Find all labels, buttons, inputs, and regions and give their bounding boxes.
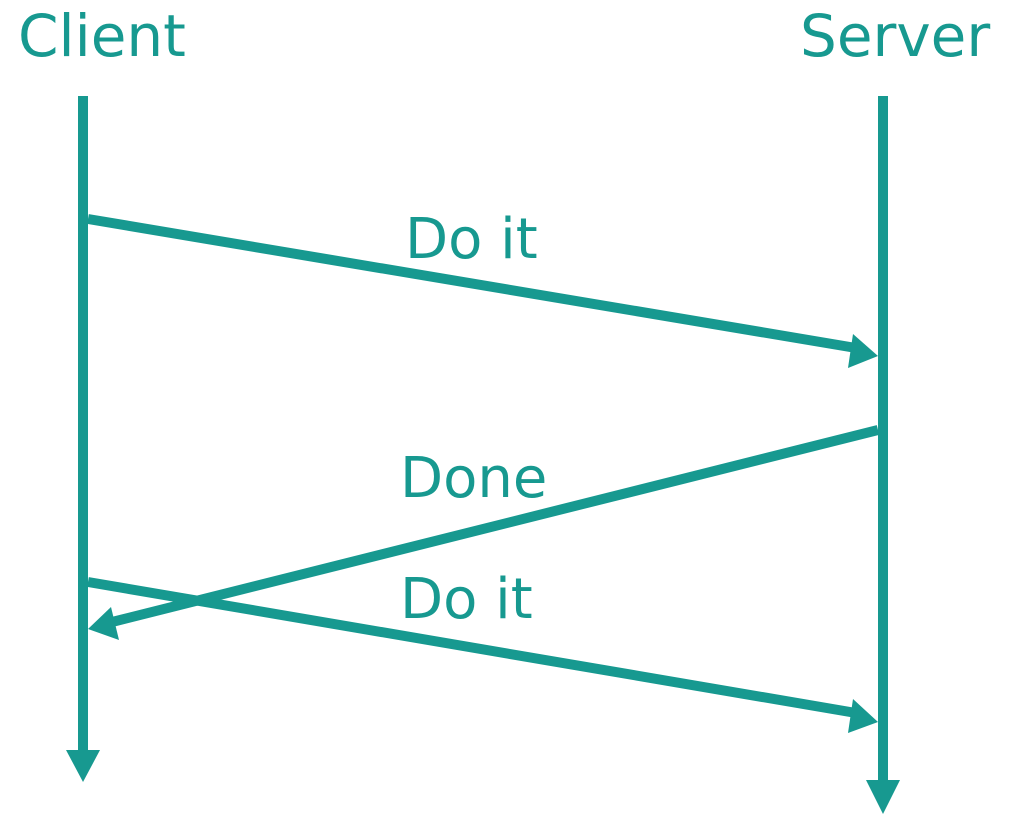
client-label: Client (18, 2, 186, 70)
message-label-2: Done (400, 446, 547, 511)
message-label-1: Do it (405, 207, 538, 272)
message-arrowhead-3 (848, 699, 878, 733)
message-arrow-2 (110, 425, 880, 627)
server-lifeline-arrowhead (866, 780, 900, 814)
message-arrowhead-2 (88, 607, 119, 640)
client-lifeline-arrowhead (66, 750, 100, 782)
message-arrowhead-1 (848, 334, 878, 368)
message-label-3: Do it (400, 567, 533, 632)
server-label: Server (800, 2, 990, 70)
message-arrow-1 (87, 214, 857, 353)
message-arrow-3 (87, 577, 857, 718)
